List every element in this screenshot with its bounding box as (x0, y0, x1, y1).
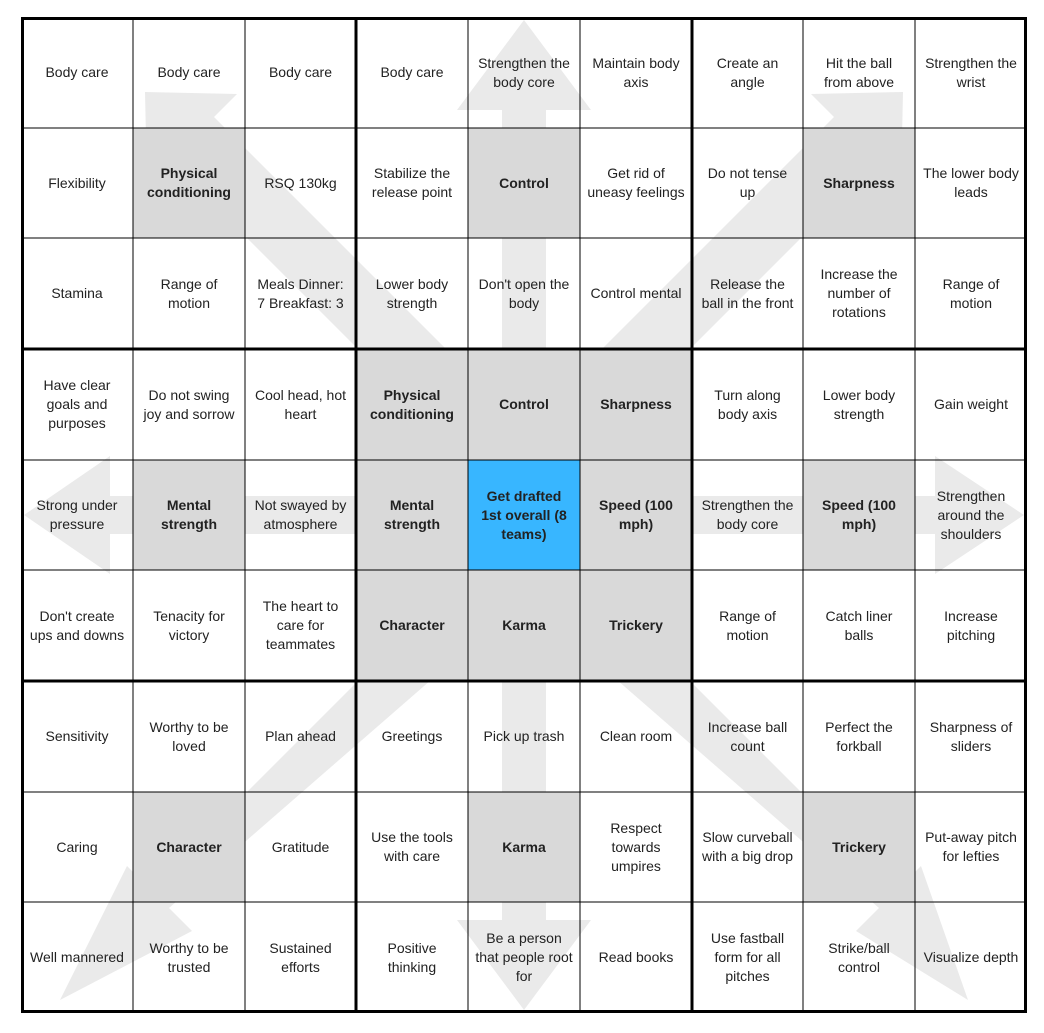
goal-cell: Karma (468, 570, 580, 681)
goal-cell: Sharpness (580, 349, 692, 460)
goal-cell: Character (356, 570, 468, 681)
arrow-right (548, 456, 1024, 574)
goal-cell: Physical conditioning (133, 128, 245, 238)
goal-cell: Mental strength (356, 460, 468, 570)
grid-cell: Do not swing joy and sorrow (143, 386, 235, 422)
grid-cell: Range of motion (160, 275, 218, 311)
grid-cell: Lower body strength (375, 275, 449, 311)
grid-cell: Body care (268, 64, 333, 80)
grid-cell: Turn along body axis (714, 386, 781, 422)
arrow-down (457, 540, 591, 1010)
grid-cell: Don't create ups and downs (29, 607, 125, 643)
grid-cell: Cool head, hot heart (254, 386, 347, 422)
goal-cell: Speed (100 mph) (580, 460, 692, 570)
grid-cell: Strengthen around the shoulders (936, 487, 1006, 542)
grid-cell: Do not tense up (707, 165, 788, 200)
grid-cell: Strengthen the wrist (925, 54, 1017, 90)
grid-cell: Increase the number of rotations (820, 266, 898, 320)
grid-cell: Hit the ball from above (823, 54, 895, 90)
grid-cell: Clean room (599, 728, 673, 744)
grid-cell: Not swayed by atmosphere (254, 497, 347, 532)
goal-cell: Sharpness (803, 128, 915, 238)
grid-cell: Stabilize the release point (371, 165, 453, 200)
grid-cell: Stamina (51, 285, 103, 301)
grid-cell: Increase pitching (944, 607, 998, 643)
grid-cell: Read books (598, 949, 674, 965)
main-goal-cell: Get drafted 1st overall (8 teams) (468, 460, 580, 570)
grid-cell: Range of motion (719, 607, 776, 643)
grid-cell: Sensitivity (45, 728, 109, 744)
grid-cell: Maintain body axis (592, 54, 680, 90)
grid-cell: Sharpness of sliders (929, 718, 1013, 754)
grid-cell: Worthy to be loved (149, 718, 229, 754)
arrow-up (457, 20, 591, 490)
grid-cell: Perfect the forkball (825, 718, 893, 754)
grid-cell: Increase ball count (707, 718, 788, 754)
grid-cell: Greetings (381, 728, 443, 744)
goal-cell: Mental strength (133, 460, 245, 570)
goal-cell: Physical conditioning (356, 349, 468, 460)
grid-cell: Strengthen the body core (478, 54, 570, 90)
grid-cell: Control mental (590, 285, 682, 301)
grid-cell: Strike/ball control (828, 939, 890, 975)
grid-cell: Be a person that people root for (475, 930, 573, 984)
grid-cell: Use fastball form for all pitches (710, 930, 785, 984)
goal-cell: Speed (100 mph) (803, 460, 915, 570)
grid-cell: Release the ball in the front (701, 275, 794, 311)
grid-cell: Get rid of uneasy feelings (587, 165, 685, 200)
grid-cell: Gratitude (271, 838, 330, 855)
grid-cell: Slow curveball with a big drop (701, 829, 794, 864)
grid-cell: Sustained efforts (269, 939, 332, 975)
grid-cell: RSQ 130kg (264, 174, 337, 191)
grid-cell: Lower body strength (822, 386, 896, 422)
goal-cell: Trickery (803, 792, 915, 902)
grid-cell: Body care (45, 64, 109, 80)
grid-cell: Don't open the body (478, 275, 570, 311)
goal-cell: Control (468, 349, 580, 460)
grid-cell: Tenacity for victory (153, 607, 225, 643)
goal-cell: Karma (468, 792, 580, 902)
grid-cell: Plan ahead (265, 728, 336, 744)
grid-cell: Body care (380, 64, 444, 80)
grid-cell: Worthy to be trusted (149, 939, 229, 975)
grid-cell: Gain weight (934, 396, 1008, 412)
grid-cell: Create an angle (716, 54, 779, 90)
grid-cell: Range of motion (942, 275, 1000, 311)
grid-cell: Use the tools with care (371, 829, 453, 864)
grid-cell: The lower body leads (923, 165, 1019, 200)
grid-cell: Meals Dinner: 7 Breakfast: 3 (257, 275, 344, 311)
grid-cell: Well mannered (30, 949, 124, 965)
grid-cell: Pick up trash (483, 728, 565, 744)
goal-cell: Character (133, 792, 245, 902)
goal-cell: Trickery (580, 570, 692, 681)
grid-cell: Visualize depth (923, 949, 1019, 965)
grid-cell: The heart to care for teammates (262, 598, 339, 652)
grid-cell: Caring (56, 838, 98, 855)
goal-cell: Control (468, 128, 580, 238)
grid-cell: Respect towards umpires (610, 819, 662, 874)
grid-cell: Catch liner balls (825, 607, 893, 643)
grid-cell: Positive thinking (387, 939, 437, 975)
grid-cell: Put-away pitch for lefties (925, 829, 1017, 864)
arrow-left (24, 456, 500, 574)
grid-cell: Have clear goals and purposes (43, 377, 111, 431)
grid-cell: Flexibility (48, 174, 106, 191)
grid-cell: Strengthen the body core (701, 497, 794, 532)
grid-cell: Strong under pressure (36, 497, 118, 532)
grid-cell: Body care (157, 64, 221, 80)
